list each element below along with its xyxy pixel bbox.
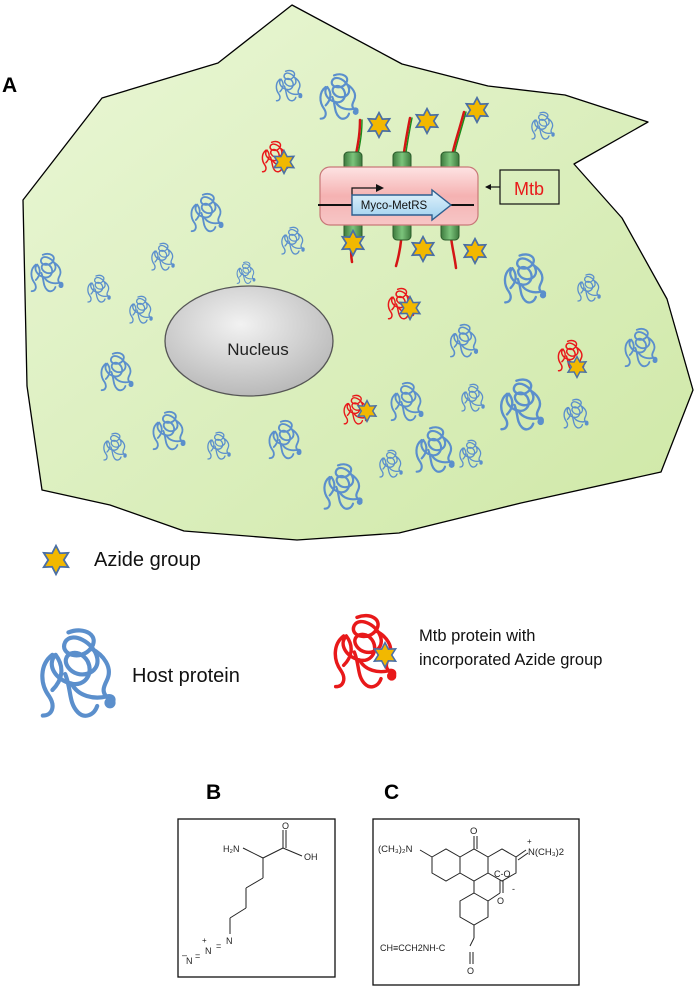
- struct-c-ketone-o: O: [470, 826, 477, 837]
- panel-a-label: A: [2, 74, 17, 97]
- legend-azide-label: Azide group: [94, 549, 201, 571]
- struct-b-o: O: [282, 821, 289, 831]
- legend-mtb-line1: Mtb protein with: [419, 627, 535, 645]
- struct-c-left-amine: (CH₃)₂N: [378, 844, 413, 855]
- nucleus: Nucleus: [164, 285, 334, 397]
- struct-b-amine: H₂N: [223, 844, 240, 854]
- panel-c-label: C: [384, 781, 399, 804]
- legend: Azide group Host protein Mtb protein wit…: [42, 544, 602, 716]
- struct-c-amide-o: O: [467, 966, 474, 976]
- gene-label: Myco-MetRS: [361, 200, 428, 212]
- legend-star-icon: [42, 544, 70, 576]
- struct-c-carb-o: O: [497, 896, 504, 906]
- struct-c-carboxylate: C-O: [494, 869, 511, 879]
- panel-b-label: B: [206, 781, 221, 804]
- struct-b-eq2: =: [195, 951, 200, 961]
- myco-metrs-gene: Myco-MetRS: [351, 188, 453, 222]
- struct-b-n2: N: [205, 946, 212, 956]
- legend-mtb-line2: incorporated Azide group: [419, 651, 602, 669]
- struct-c-alkyne-amide: CH≡CCH2NH-C: [380, 943, 446, 953]
- nucleus-label: Nucleus: [227, 340, 288, 359]
- struct-c-plus: +: [527, 837, 532, 846]
- azidohomoalanine-structure: H₂N O OH + N = N = N –: [177, 818, 336, 978]
- legend-host-protein-icon: [42, 630, 114, 715]
- struct-b-eq1: =: [216, 941, 221, 951]
- struct-b-n3: N: [186, 956, 193, 966]
- struct-b-oh: OH: [304, 852, 318, 862]
- legend-host-label: Host protein: [132, 665, 240, 687]
- legend-mtb-star-icon: [373, 641, 397, 669]
- struct-b-nminus: –: [182, 950, 187, 960]
- struct-c-right-amine: N(CH₃)2: [528, 847, 564, 858]
- struct-b-nplus: +: [202, 936, 207, 945]
- tamra-alkyne-structure: O (CH₃)₂N + N(CH₃)2 C-O - O CH≡CCH2NH-C …: [372, 818, 580, 986]
- mtb-label: Mtb: [514, 179, 544, 199]
- struct-b-n1: N: [226, 936, 233, 946]
- mtb-bacterium: Myco-MetRS Mtb: [318, 110, 560, 270]
- struct-c-minus: -: [512, 884, 515, 894]
- cell-membrane: [22, 4, 694, 541]
